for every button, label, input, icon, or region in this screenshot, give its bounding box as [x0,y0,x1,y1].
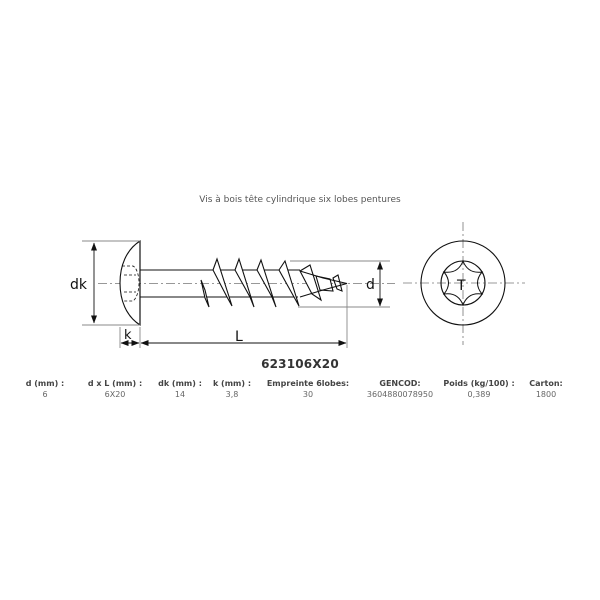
spec-dk: dk (mm) : 14 [125,379,235,399]
spec-value: 3,8 [225,390,239,399]
screw-head-top-view [403,222,525,345]
spec-value: 30 [302,390,314,399]
product-reference: 623106X20 [261,357,339,371]
spec-label: d x L (mm) : [87,379,143,388]
screw-side-view [98,239,395,327]
spec-gencod: GENCOD: 3604880078950 [345,379,455,399]
dimension-lines [82,240,390,348]
spec-label: GENCOD: [379,379,421,388]
spec-label: dk (mm) : [158,379,202,388]
spec-value: 0,389 [467,390,491,399]
drive-symbol: T [456,278,466,294]
spec-label: k (mm) : [212,379,252,388]
spec-value: 14 [174,390,186,399]
spec-label: Empreinte 6lobes: [266,379,350,388]
dk-label: dk [70,277,88,293]
spec-value: 3604880078950 [366,390,434,399]
spec-d: d (mm) : 6 [0,379,100,399]
torx-drive-icon [442,259,484,307]
spec-table: d (mm) : 6 d x L (mm) : 6X20 dk (mm) : 1… [0,379,600,409]
spec-k: k (mm) : 3,8 [177,379,287,399]
product-title: Vis à bois tête cylindrique six lobes pe… [199,195,401,205]
k-label: k [124,328,132,343]
spec-empreinte: Empreinte 6lobes: 30 [253,379,363,399]
spec-label: Carton: [529,379,563,388]
spec-label: Poids (kg/100) : [443,379,515,388]
spec-label: d (mm) : [25,379,65,388]
spec-value: 6 [42,390,48,399]
d-label: d [366,277,375,293]
l-label: L [235,329,243,345]
spec-poids: Poids (kg/100) : 0,389 [424,379,534,399]
spec-d-x-l: d x L (mm) : 6X20 [60,379,170,399]
spec-value: 1800 [535,390,557,399]
spec-value: 6X20 [104,390,126,399]
spec-carton: Carton: 1800 [491,379,600,399]
